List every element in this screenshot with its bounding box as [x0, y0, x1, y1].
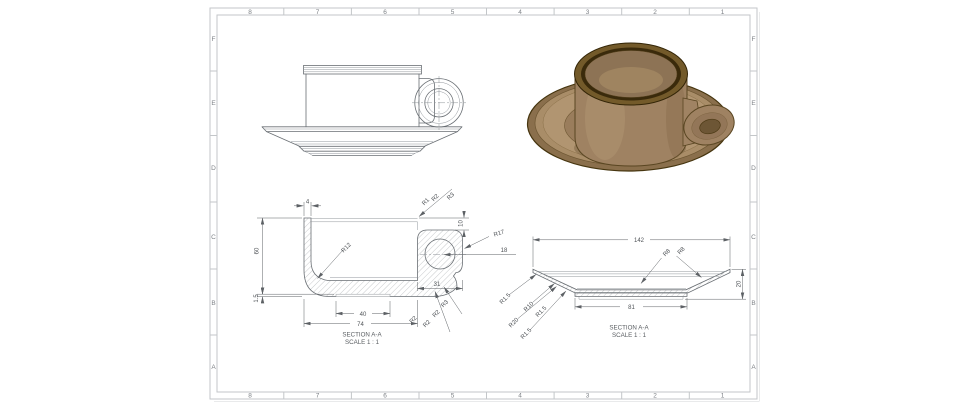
- saucer-section-title: SECTION A-A: [609, 325, 649, 332]
- dim-saucer-rim-fillet: R8: [677, 246, 687, 256]
- zone-row: B: [751, 300, 755, 307]
- cup-section-scale: SCALE 1 : 1: [345, 339, 380, 346]
- dim-cup-top-fillet: R1: [421, 197, 431, 207]
- zone-row: C: [751, 234, 756, 241]
- dim-saucer-rim-fillet: R8: [662, 248, 672, 258]
- saucer-section-scale: SCALE 1 : 1: [612, 332, 647, 339]
- saucer-front-outline: [261, 126, 463, 156]
- zone-col: 4: [518, 9, 522, 16]
- dim-saucer-profile-fillet: R1.5: [499, 292, 513, 306]
- zone-col: 7: [316, 9, 320, 16]
- dim-cup-base-width: 40: [360, 312, 367, 318]
- zone-col: 1: [721, 9, 725, 16]
- dim-saucer-profile-fillet: R10: [523, 301, 535, 313]
- dim-cup-handle-width: 31: [434, 282, 441, 288]
- dim-cup-base: 1.5: [254, 294, 260, 303]
- saucer-section-geometry: [532, 268, 731, 300]
- zone-labels-left: F E D C B A: [211, 36, 216, 371]
- zone-row: B: [211, 300, 215, 307]
- dim-saucer-width: 142: [634, 238, 645, 244]
- dim-cup-wall: 4: [306, 199, 310, 205]
- zone-col: 2: [653, 393, 657, 400]
- zone-row: E: [751, 100, 756, 107]
- cup-section-dimensions: 4 60 1.5 R12 R1 R2 R3 10 R17 18: [254, 188, 516, 333]
- saucer-section-view[interactable]: 142 R8 R8 20 81 R1.5 R10 R1.5 R20 R1.5 S…: [499, 236, 746, 341]
- zone-col: 6: [383, 9, 387, 16]
- dim-cup-outer-width: 74: [357, 322, 364, 328]
- cup-3d: [574, 42, 688, 167]
- dim-cup-top-fillet: R3: [446, 191, 456, 201]
- zone-labels-right: F E D C B A: [751, 36, 756, 371]
- dim-cup-inner-fillet: R12: [341, 242, 353, 254]
- zone-col: 6: [383, 393, 387, 400]
- zone-row: C: [211, 234, 216, 241]
- dim-cup-bottom-fillet: R2: [432, 309, 442, 319]
- zone-row: D: [211, 165, 216, 172]
- dim-cup-bottom-fillet: R2: [409, 315, 419, 325]
- zone-row: A: [751, 364, 756, 371]
- zone-col: 5: [451, 9, 455, 16]
- zone-col: 3: [586, 393, 590, 400]
- zone-row: F: [752, 36, 756, 43]
- zone-col: 2: [653, 9, 657, 16]
- zone-col: 1: [721, 393, 725, 400]
- dim-cup-top-fillet: R2: [431, 193, 441, 203]
- dim-saucer-base-width: 81: [628, 305, 635, 311]
- zone-col: 8: [248, 9, 252, 16]
- zone-labels-top: 8 7 6 5 4 3 2 1: [248, 9, 725, 16]
- iso-view[interactable]: [526, 42, 739, 172]
- zone-row: E: [211, 100, 216, 107]
- cup-section-geometry: [303, 217, 468, 297]
- cup-section-title: SECTION A-A: [342, 332, 382, 339]
- dim-cup-height: 60: [255, 247, 261, 254]
- front-view[interactable]: [261, 65, 466, 156]
- dim-cup-bottom-fillet: R2: [422, 319, 432, 329]
- dim-saucer-height: 20: [737, 280, 743, 287]
- dim-cup-bottom-fillet: R3: [440, 299, 450, 309]
- zone-col: 3: [586, 9, 590, 16]
- zone-labels-bottom: 8 7 6 5 4 3 2 1: [248, 393, 725, 400]
- cup-front-outline: [303, 65, 422, 128]
- dim-cup-handle-top: 10: [459, 220, 465, 227]
- handle-3d: [682, 97, 735, 147]
- zone-row: F: [212, 36, 216, 43]
- zone-row: D: [751, 165, 756, 172]
- dim-cup-handle-radius: R17: [493, 229, 506, 238]
- cup-section-view[interactable]: 4 60 1.5 R12 R1 R2 R3 10 R17 18: [254, 188, 516, 346]
- dim-cup-hole-offset: 18: [501, 248, 508, 254]
- sheet-border: 8 7 6 5 4 3 2 1 8 7 6 5 4 3 2 1 F E D C …: [209, 7, 760, 402]
- zone-col: 8: [248, 393, 252, 400]
- zone-col: 4: [518, 393, 522, 400]
- zone-col: 5: [451, 393, 455, 400]
- dim-saucer-profile-fillet: R1.5: [520, 327, 534, 341]
- zone-col: 7: [316, 393, 320, 400]
- dim-saucer-profile-fillet: R20: [508, 317, 520, 329]
- handle-front-outline: [412, 76, 466, 130]
- zone-row: A: [211, 364, 216, 371]
